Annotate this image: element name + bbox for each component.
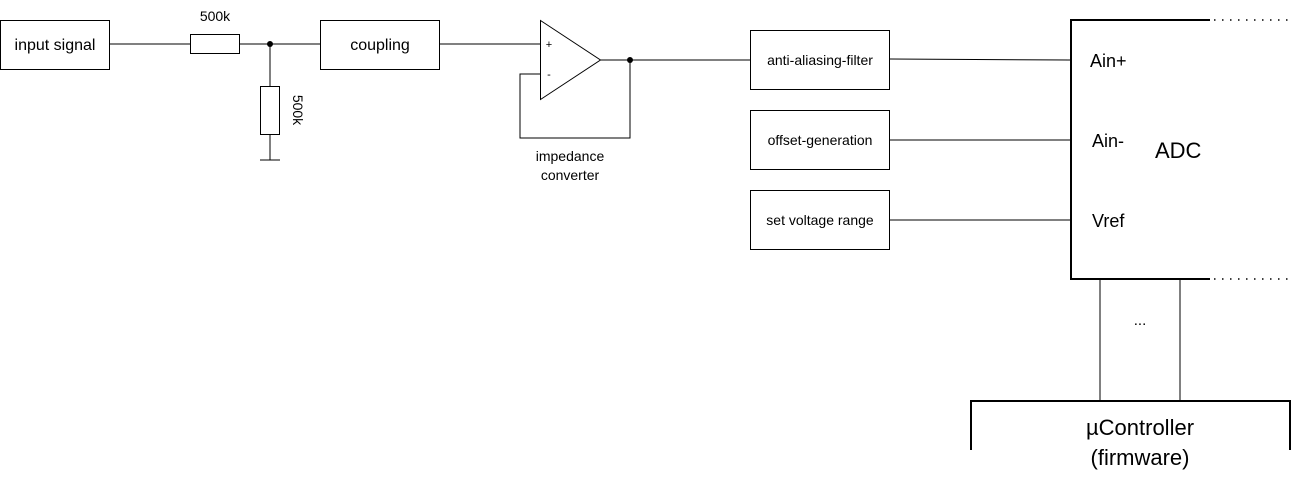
input-signal-label: input signal: [15, 37, 96, 54]
offset-generation-block: offset-generation: [750, 110, 890, 170]
junction-dot-opamp-output: [627, 57, 633, 63]
impedance-label: impedance: [536, 148, 605, 164]
microcontroller-outline: [970, 400, 1291, 450]
opamp-minus-sign: -: [547, 69, 551, 81]
input-signal-block: input signal: [0, 20, 110, 70]
bus-ellipsis: ...: [1134, 312, 1147, 329]
junction-dot-resistor: [267, 41, 273, 47]
shunt-resistor-value: 500k: [290, 95, 306, 126]
opamp-plus-sign: +: [546, 39, 552, 51]
converter-label: converter: [541, 167, 600, 183]
voltage-range-label: set voltage range: [766, 212, 874, 228]
coupling-block: coupling: [320, 20, 440, 70]
series-resistor: 500k: [190, 8, 240, 54]
voltage-range-block: set voltage range: [750, 190, 890, 250]
adc-pin-vref: Vref: [1092, 211, 1125, 231]
series-resistor-value: 500k: [200, 8, 231, 24]
microcontroller-title: µController: [1086, 415, 1194, 440]
offset-generation-label: offset-generation: [768, 132, 873, 148]
wire-filter-to-ain-plus: [889, 58, 1071, 61]
opamp-impedance-converter: + - impedance converter: [536, 19, 605, 183]
opamp-triangle: [540, 19, 602, 101]
anti-aliasing-filter-block: anti-aliasing-filter: [750, 30, 890, 90]
microcontroller-block: µController (firmware): [970, 400, 1291, 470]
adc-outline: [1070, 19, 1210, 280]
adc-pin-ain-plus: Ain+: [1090, 51, 1127, 71]
wire-opamp-feedback: [519, 60, 631, 139]
shunt-resistor: 500k: [260, 86, 306, 135]
adc-title: ADC: [1155, 138, 1202, 163]
wires: [110, 41, 1181, 400]
microcontroller-subtitle: (firmware): [1091, 445, 1190, 470]
anti-aliasing-filter-label: anti-aliasing-filter: [767, 52, 873, 68]
coupling-label: coupling: [350, 37, 410, 54]
adc-block: Ain+ Ain- Vref ADC ...: [1070, 19, 1293, 329]
adc-pin-ain-minus: Ain-: [1092, 131, 1124, 151]
